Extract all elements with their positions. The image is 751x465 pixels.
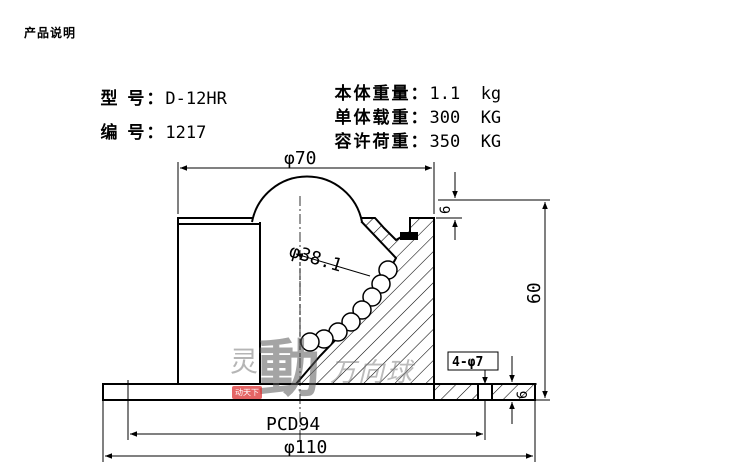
dim-top-gap — [436, 172, 462, 240]
spec-number-value: 1217 — [165, 123, 207, 143]
dim-height — [438, 199, 550, 401]
spec-unit-load-unit: KG — [480, 108, 502, 128]
spec-body-weight: 本体重量：1.1 kg — [314, 59, 501, 104]
spec-unit-load-label: 单体载重： — [334, 108, 430, 128]
dim-pcd-label: PCD94 — [266, 414, 320, 435]
spec-allowable-load-unit: KG — [480, 132, 502, 152]
spec-unit-load-value: 300 — [429, 108, 461, 128]
dim-ball-diameter-label: φ38.1 — [287, 241, 345, 277]
spec-model-value: D-12HR — [165, 89, 227, 109]
spec-body-weight-unit: kg — [480, 84, 502, 104]
spec-model-label: 型 号： — [100, 89, 166, 109]
dim-ball-diameter — [295, 253, 371, 277]
support-balls — [300, 260, 398, 352]
dim-base-diameter — [102, 400, 536, 462]
spec-allowable-load-value: 350 — [429, 132, 461, 152]
spec-allowable-load: 容许荷重：350 KG — [314, 107, 501, 152]
dim-top-gap-label: 6 — [438, 206, 454, 214]
spec-allowable-load-label: 容许荷重： — [334, 132, 430, 152]
base-flange — [102, 380, 536, 404]
dim-holes-label: 4-φ7 — [452, 355, 483, 370]
dim-holes — [447, 351, 499, 384]
spec-model: 型 号：D-12HR — [80, 64, 227, 109]
spec-number: 编 号：1217 — [80, 98, 206, 143]
spec-number-label: 编 号： — [100, 123, 166, 143]
dim-flange — [509, 356, 537, 424]
dim-flange-label: 6 — [515, 391, 531, 399]
spec-unit-load: 单体载重：300 KG — [314, 83, 501, 128]
page-title: 产品说明 — [24, 26, 77, 40]
dim-top-diameter — [177, 162, 435, 214]
spec-body-weight-value: 1.1 — [429, 84, 461, 104]
dim-base-diameter-label: φ110 — [284, 437, 327, 458]
housing-left — [177, 217, 261, 385]
dim-height-label: 60 — [524, 282, 545, 304]
spec-body-weight-label: 本体重量： — [334, 84, 430, 104]
main-ball — [251, 175, 363, 360]
dim-pcd — [127, 400, 486, 440]
dim-top-diameter-label: φ70 — [284, 148, 317, 169]
